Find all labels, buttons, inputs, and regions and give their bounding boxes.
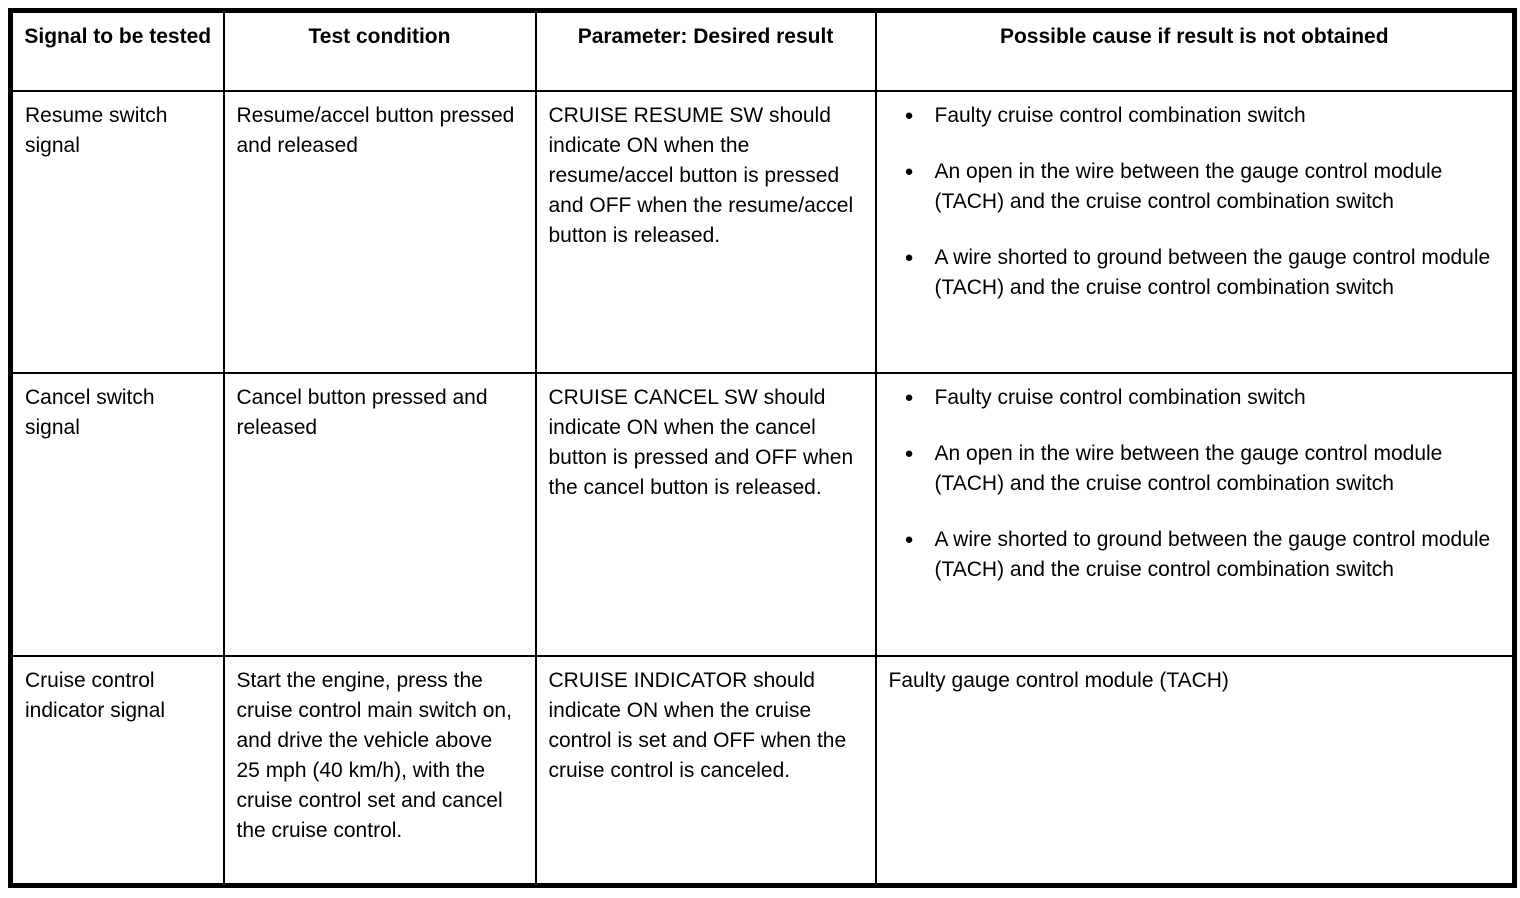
cause-item: ● An open in the wire between the gauge … [889,157,1499,217]
possible-cause-cell: ● Faulty cruise control combination swit… [874,371,1516,657]
cause-text: Faulty gauge control module (TACH) [888,668,1229,692]
cause-item: ● A wire shorted to ground between the g… [889,525,1499,585]
diagnostic-table: Signal to be tested Test condition Param… [8,8,1517,888]
table-header-row: Signal to be tested Test condition Param… [9,9,1516,92]
cause-list: ● Faulty cruise control combination swit… [889,101,1499,303]
test-condition-cell: Cancel button pressed and released [222,371,537,657]
table-row-resume-switch-signal: Resume switch signal Resume/accel button… [9,89,1516,374]
cause-text: An open in the wire between the gauge co… [934,441,1443,495]
possible-cause-cell: Faulty gauge control module (TACH) [874,654,1516,887]
cause-item: ● Faulty cruise control combination swit… [889,383,1499,413]
bullet-icon: ● [904,248,914,266]
bullet-icon: ● [904,106,914,124]
cause-text: A wire shorted to ground between the gau… [934,245,1491,299]
cause-list: ● Faulty cruise control combination swit… [889,383,1499,585]
bullet-icon: ● [904,388,914,406]
cause-text: A wire shorted to ground between the gau… [934,527,1491,581]
parameter-cell: CRUISE RESUME SW should indicate ON when… [534,89,877,374]
cause-item: ● A wire shorted to ground between the g… [889,243,1499,303]
table-row-cancel-switch-signal: Cancel switch signal Cancel button press… [9,371,1516,657]
cause-item: ● Faulty cruise control combination swit… [889,101,1499,131]
table-row-cruise-control-indicator-signal: Cruise control indicator signal Start th… [9,654,1516,887]
cause-text: An open in the wire between the gauge co… [934,159,1443,213]
cause-text: Faulty cruise control combination switch [934,385,1306,409]
signal-cell: Resume switch signal [9,89,225,374]
parameter-cell: CRUISE CANCEL SW should indicate ON when… [534,371,877,657]
parameter-cell: CRUISE INDICATOR should indicate ON when… [534,654,877,887]
test-condition-cell: Start the engine, press the cruise contr… [222,654,537,887]
test-condition-cell: Resume/accel button pressed and released [222,89,537,374]
column-header-signal: Signal to be tested [9,9,225,92]
column-header-parameter: Parameter: Desired result [534,9,877,92]
possible-cause-cell: ● Faulty cruise control combination swit… [874,89,1516,374]
cause-item: ● An open in the wire between the gauge … [889,439,1499,499]
bullet-icon: ● [904,444,914,462]
bullet-icon: ● [904,162,914,180]
column-header-possible-cause: Possible cause if result is not obtained [874,9,1516,92]
cause-text: Faulty cruise control combination switch [934,103,1306,127]
signal-cell: Cancel switch signal [9,371,225,657]
bullet-icon: ● [904,530,914,548]
column-header-test-condition: Test condition [222,9,537,92]
signal-cell: Cruise control indicator signal [9,654,225,887]
